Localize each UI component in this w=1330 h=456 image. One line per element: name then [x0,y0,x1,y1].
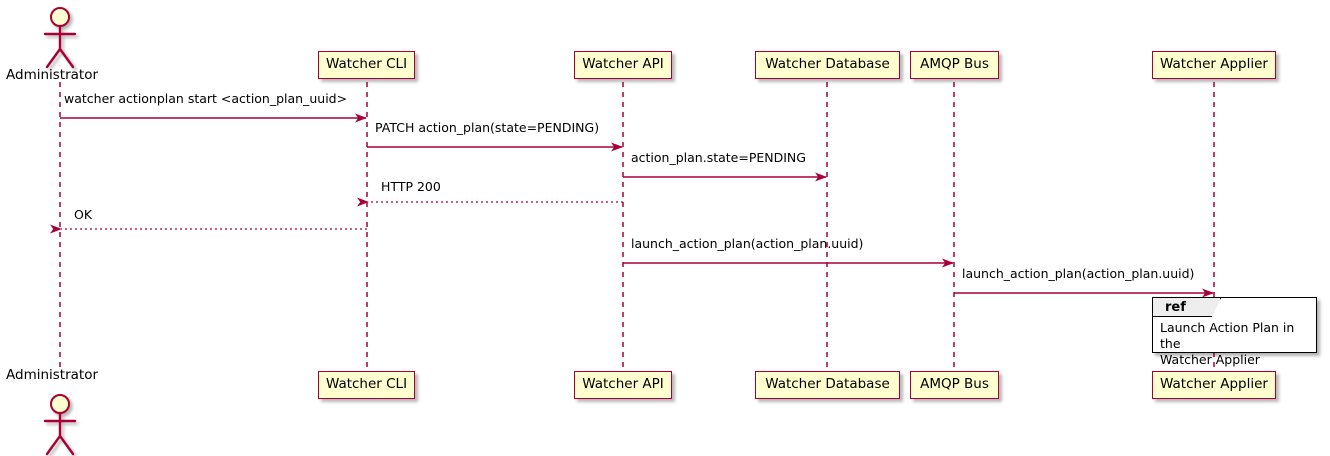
actor-figures [43,7,77,456]
message-label-5: OK [74,207,93,222]
participant-label: Watcher CLI [325,376,408,393]
participant-watcher-cli-top[interactable]: Watcher CLI [318,51,415,79]
participant-amqp-bus-top[interactable]: AMQP Bus [910,51,999,79]
participant-watcher-database-top[interactable]: Watcher Database [755,51,900,79]
message-label-7: launch_action_plan(action_plan.uuid) [962,266,1195,281]
message-label-6: launch_action_plan(action_plan.uuid) [631,236,864,251]
participant-label: Watcher Applier [1160,56,1268,73]
participant-label: Watcher Database [765,56,890,73]
ref-tab-label: ref [1153,298,1221,317]
actor-figure [43,394,77,456]
participant-label: Watcher Database [765,376,890,393]
participant-label: Watcher API [582,376,664,393]
ref-body-text: Launch Action Plan in the Watcher Applie… [1160,320,1295,367]
participant-label: Watcher Applier [1160,376,1268,393]
participant-watcher-applier-bottom[interactable]: Watcher Applier [1152,371,1276,399]
message-label-4: HTTP 200 [381,179,441,194]
message-label-2: PATCH action_plan(state=PENDING) [375,120,600,135]
message-arrows [50,113,1214,298]
participant-label: AMQP Bus [920,376,989,393]
lifelines [59,82,1215,371]
participant-label: AMQP Bus [920,56,989,73]
actor-label-administrator-top: Administrator [6,67,99,83]
participant-watcher-api-bottom[interactable]: Watcher API [574,371,672,399]
participant-watcher-applier-top[interactable]: Watcher Applier [1152,51,1276,79]
participant-label: Watcher API [582,56,664,73]
participant-amqp-bus-bottom[interactable]: AMQP Bus [910,371,999,399]
participant-watcher-cli-bottom[interactable]: Watcher CLI [318,371,415,399]
message-label-1: watcher actionplan start <action_plan_uu… [64,91,348,106]
participant-watcher-api-top[interactable]: Watcher API [574,51,672,79]
message-label-3: action_plan.state=PENDING [631,150,806,165]
actor-figure [43,7,77,69]
participant-watcher-database-bottom[interactable]: Watcher Database [755,371,900,399]
actor-label-administrator-bottom: Administrator [6,367,99,383]
participant-label: Watcher CLI [325,56,408,73]
